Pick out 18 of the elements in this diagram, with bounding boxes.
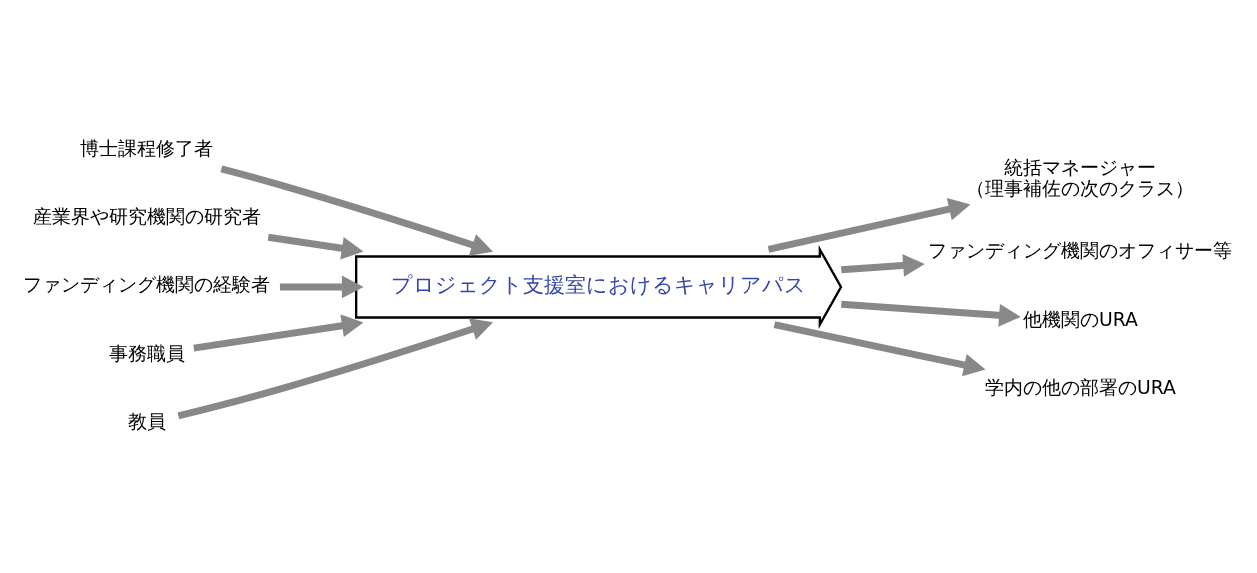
arrow bbox=[841, 253, 925, 277]
node-text: ファンディング機関の経験者 bbox=[23, 273, 271, 295]
arrow bbox=[767, 197, 971, 253]
arrow bbox=[841, 300, 1021, 327]
node-text: 統括マネージャー （理事補佐の次のクラス） bbox=[966, 156, 1195, 199]
arrow bbox=[177, 317, 494, 419]
arrow bbox=[773, 320, 986, 376]
node-text: 学内の他の部署のURA bbox=[985, 376, 1176, 398]
node-text: 教員 bbox=[127, 410, 166, 432]
node-text: 博士課程修了者 bbox=[80, 137, 214, 159]
arrow bbox=[279, 275, 364, 298]
node-text: 事務職員 bbox=[108, 342, 185, 364]
arrow bbox=[193, 313, 364, 352]
node-text: 産業界や研究機関の研究者 bbox=[32, 205, 261, 227]
node-text: ファンディング機関のオフィサー等 bbox=[928, 239, 1233, 261]
arrow bbox=[267, 233, 364, 260]
node-text: 他機関のURA bbox=[1023, 308, 1138, 329]
arrow bbox=[220, 165, 494, 256]
